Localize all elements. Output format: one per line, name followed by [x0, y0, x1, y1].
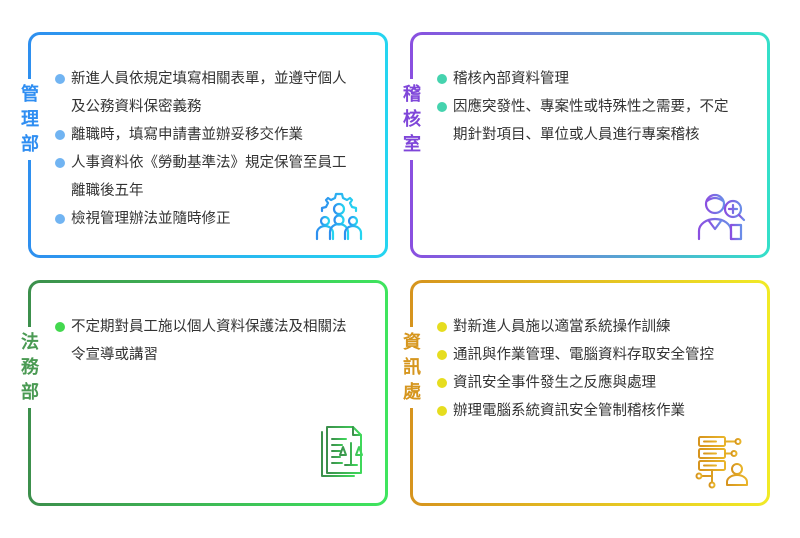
- information-item-list: 對新進人員施以適當系統操作訓練 通訊與作業管理、電腦資料存取安全管控 資訊安全事…: [437, 313, 751, 425]
- card-title-audit: 稽 核 室: [400, 79, 424, 160]
- list-item: 因應突發性、專案性或特殊性之需要，不定期針對項目、單位或人員進行專案稽核: [437, 93, 751, 149]
- list-item: 檢視管理辦法並隨時修正: [55, 205, 369, 233]
- bullet-dot-icon: [55, 322, 65, 332]
- card-title-information: 資 訊 處: [400, 327, 424, 408]
- server-user-icon: [695, 436, 748, 489]
- list-item: 資訊安全事件發生之反應與處理: [437, 369, 751, 397]
- list-item: 新進人員依規定填寫相關表單，並遵守個人及公務資料保密義務: [55, 65, 369, 121]
- bullet-dot-icon: [55, 214, 65, 224]
- list-item: 離職時，填寫申請書並辦妥移交作業: [55, 121, 369, 149]
- audit-item-list: 稽核內部資料管理 因應突發性、專案性或特殊性之需要，不定期針對項目、單位或人員進…: [437, 65, 751, 149]
- bullet-dot-icon: [55, 74, 65, 84]
- legal-document-scales-icon: [321, 426, 363, 477]
- bullet-dot-icon: [437, 102, 447, 112]
- card-title-management: 管 理 部: [18, 79, 42, 160]
- bullet-dot-icon: [437, 322, 447, 332]
- bullet-dot-icon: [437, 406, 447, 416]
- card-management-dept: 管 理 部 新進人員依規定填寫相關表單，並遵守個人及公務資料保密義務 離職時，填…: [18, 32, 388, 258]
- list-item: 人事資料依《勞動基準法》規定保管至員工離職後五年: [55, 149, 369, 205]
- management-item-list: 新進人員依規定填寫相關表單，並遵守個人及公務資料保密義務 離職時，填寫申請書並辦…: [55, 65, 369, 233]
- card-audit-office: 稽 核 室 稽核內部資料管理 因應突發性、專案性或特殊性之需要，不定期針對項目、…: [400, 32, 770, 258]
- list-item: 對新進人員施以適當系統操作訓練: [437, 313, 751, 341]
- card-legal-dept: 法 務 部 不定期對員工施以個人資料保護法及相關法令宣導或講習: [18, 280, 388, 506]
- list-item: 稽核內部資料管理: [437, 65, 751, 93]
- bullet-dot-icon: [55, 158, 65, 168]
- card-title-legal: 法 務 部: [18, 327, 42, 408]
- auditor-magnifier-icon: [697, 193, 746, 241]
- bullet-dot-icon: [437, 74, 447, 84]
- bullet-dot-icon: [437, 378, 447, 388]
- team-gear-icon: [313, 192, 365, 241]
- list-item: 辦理電腦系統資訊安全管制稽核作業: [437, 397, 751, 425]
- bullet-dot-icon: [437, 350, 447, 360]
- list-item: 通訊與作業管理、電腦資料存取安全管控: [437, 341, 751, 369]
- card-information-dept: 資 訊 處 對新進人員施以適當系統操作訓練 通訊與作業管理、電腦資料存取安全管控…: [400, 280, 770, 506]
- list-item: 不定期對員工施以個人資料保護法及相關法令宣導或講習: [55, 313, 369, 369]
- bullet-dot-icon: [55, 130, 65, 140]
- legal-item-list: 不定期對員工施以個人資料保護法及相關法令宣導或講習: [55, 313, 369, 369]
